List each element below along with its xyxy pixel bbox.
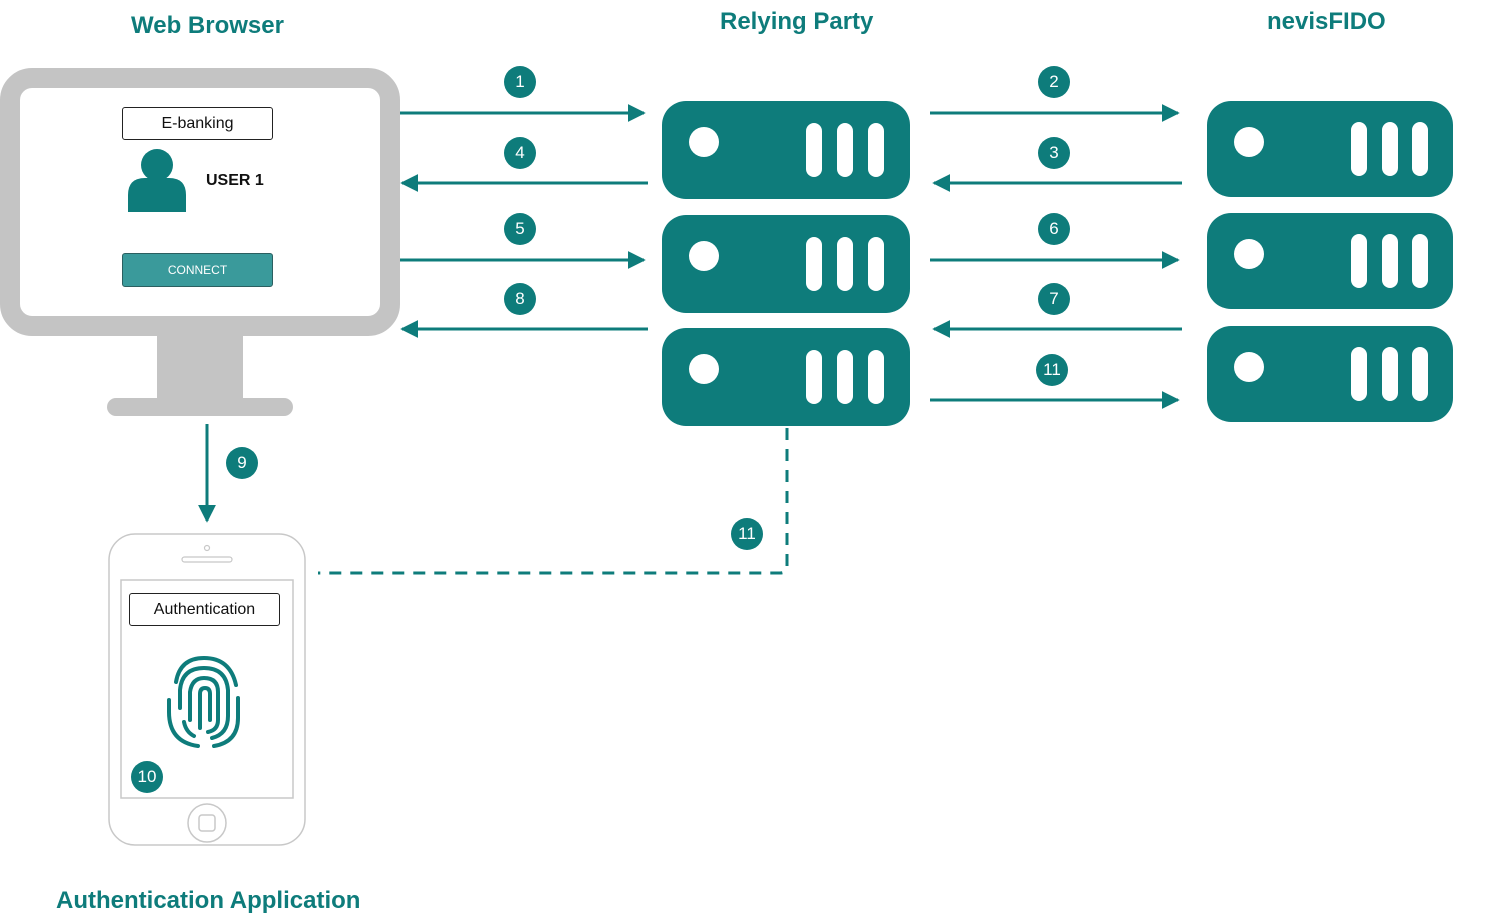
- web-browser-title: Web Browser: [131, 12, 284, 39]
- e-banking-label: E-banking: [122, 107, 273, 140]
- step-badge-9: 9: [226, 447, 258, 479]
- nevisfido-server-2: [1207, 213, 1453, 309]
- step-badge-6: 6: [1038, 213, 1070, 245]
- user-icon: [128, 149, 186, 212]
- relying-party-server-1: [662, 101, 910, 199]
- user-label: USER 1: [206, 172, 264, 189]
- step-badge-1: 1: [504, 66, 536, 98]
- nevisfido-server-3: [1207, 326, 1453, 422]
- step-badge-2: 2: [1038, 66, 1070, 98]
- step-badge-5: 5: [504, 213, 536, 245]
- relying-party-server-2: [662, 215, 910, 313]
- nevisfido-server-1: [1207, 101, 1453, 197]
- step-badge-11-dashed: 11: [731, 518, 763, 550]
- monitor-icon: [0, 68, 400, 416]
- step-badge-11-top: 11: [1036, 354, 1068, 386]
- step-badge-7: 7: [1038, 283, 1070, 315]
- connect-button[interactable]: CONNECT: [122, 253, 273, 287]
- step-badge-4: 4: [504, 137, 536, 169]
- dashed-connection-step-11: [318, 428, 789, 575]
- step-badge-8: 8: [504, 283, 536, 315]
- relying-party-server-3: [662, 328, 910, 426]
- step-badge-3: 3: [1038, 137, 1070, 169]
- nevisfido-title: nevisFIDO: [1267, 8, 1386, 35]
- fingerprint-icon: [167, 655, 240, 748]
- auth-app-title: Authentication Application: [56, 887, 361, 914]
- step-badge-10: 10: [131, 761, 163, 793]
- authentication-label: Authentication: [129, 593, 280, 626]
- relying-party-title: Relying Party: [720, 8, 874, 35]
